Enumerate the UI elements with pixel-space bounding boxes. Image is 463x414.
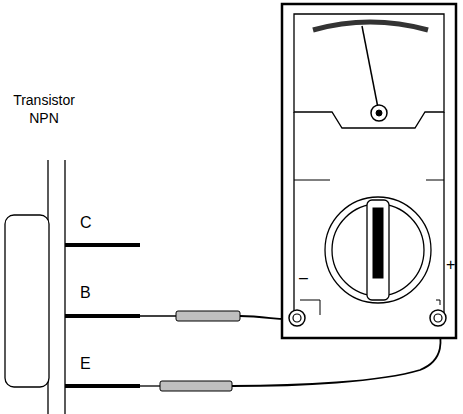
pin-name: E <box>80 354 91 374</box>
multimeter <box>282 4 456 338</box>
transistor-body <box>5 160 65 414</box>
transistor-leads <box>65 245 140 386</box>
terminal-sign: + <box>446 255 455 275</box>
pin-name: C <box>80 213 92 233</box>
terminal-sign: – <box>299 268 308 288</box>
pin-name: B <box>80 283 91 303</box>
component-title: Transistor NPN <box>2 92 86 127</box>
probe-wire-b <box>140 311 297 321</box>
